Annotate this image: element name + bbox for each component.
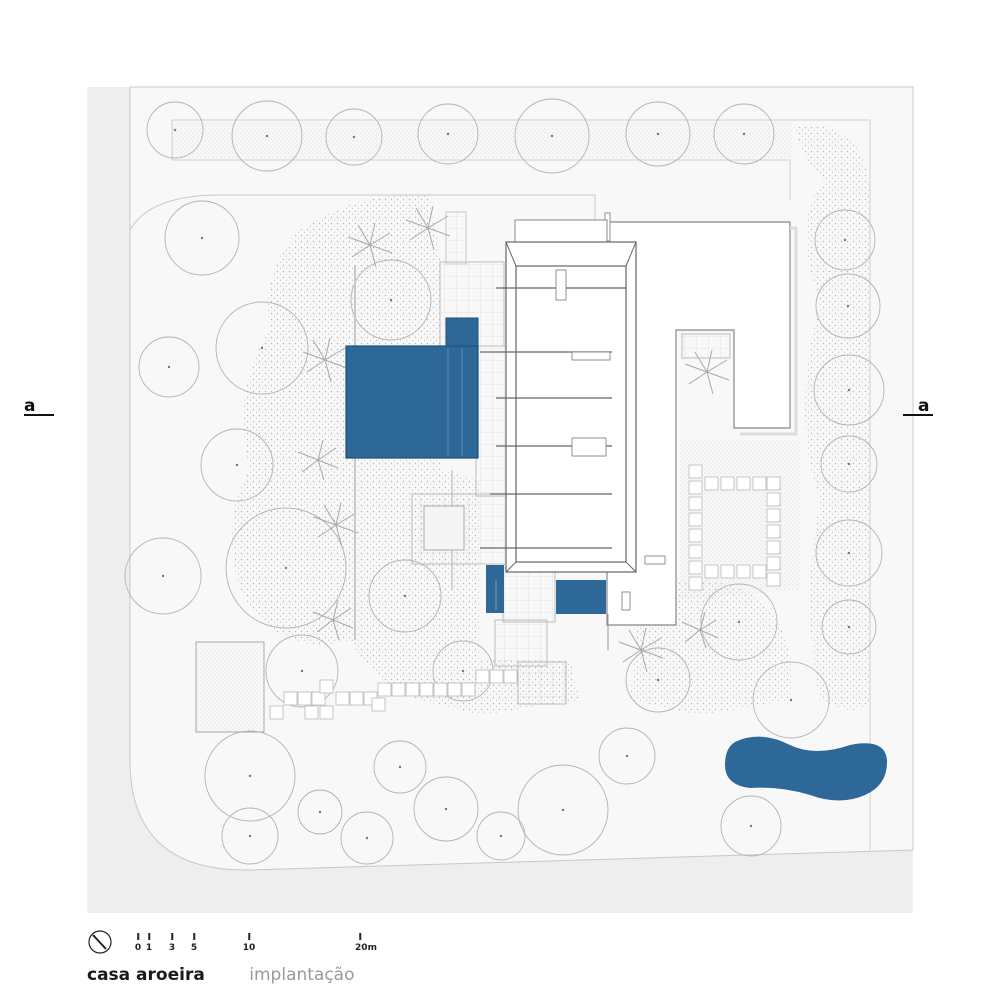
palm-trees — [297, 205, 730, 673]
roof-hip-1 — [505, 241, 517, 267]
section-line-left — [24, 414, 54, 416]
tree-centers — [161, 128, 851, 840]
roof-vent-1 — [644, 555, 666, 565]
project-name: casa aroeira — [87, 965, 205, 985]
scale-label-5: 5 — [190, 943, 198, 953]
scale-label-10: 10 — [242, 943, 256, 953]
roof-vent-2 — [621, 591, 631, 611]
courtyard-deck — [681, 333, 731, 359]
lower-left-shed — [195, 641, 265, 733]
reflecting-pool-right — [556, 580, 606, 614]
roof-skylight-1 — [555, 269, 567, 301]
entry-walk-1 — [502, 567, 556, 623]
scale-tick-0 — [137, 933, 139, 940]
pond — [725, 736, 888, 801]
scale-label-0: 0 — [134, 943, 142, 953]
section-line-right — [903, 414, 933, 416]
scale-label-1: 1 — [145, 943, 153, 953]
scale-tick-10 — [248, 933, 250, 940]
right-hedge — [795, 124, 870, 711]
scale-label-20m: 20m — [355, 943, 377, 953]
entry-walk-3 — [517, 661, 567, 705]
driveway — [129, 194, 596, 240]
title-block: casa aroeira implantação — [87, 965, 355, 985]
roof-east-wing — [606, 221, 791, 626]
scale-tick-3 — [171, 933, 173, 940]
roof-hip-4 — [625, 561, 637, 573]
scale-tick-5 — [193, 933, 195, 940]
top-hedge — [172, 122, 792, 158]
main-roof-inner — [515, 265, 627, 563]
stepping-stones-left — [269, 669, 518, 720]
trees — [124, 98, 885, 865]
stepping-stones-right — [688, 464, 781, 591]
roof-hip-2 — [625, 241, 637, 267]
scale-label-3: 3 — [168, 943, 176, 953]
swimming-pool — [345, 345, 479, 459]
scale-tick-1 — [148, 933, 150, 940]
roof-north-edge — [514, 219, 608, 243]
terrace-pool-deck — [475, 345, 507, 497]
scale-tick-20 — [359, 933, 361, 940]
drawing-type: implantação — [249, 965, 355, 985]
roof-hip-3 — [505, 561, 517, 573]
roof-skylight-2 — [571, 351, 611, 361]
section-mark-left: a — [24, 396, 36, 416]
terrace-south-inner — [423, 505, 465, 551]
hot-tub — [445, 317, 479, 347]
entry-walk-2 — [494, 619, 548, 667]
entry-stair — [445, 211, 467, 265]
roof-skylight-3 — [571, 437, 607, 457]
north-arrow-icon — [88, 930, 112, 954]
section-mark-right: a — [918, 396, 930, 416]
reflecting-pool-left — [486, 565, 504, 613]
roof-east-wing-shadow — [740, 226, 798, 436]
